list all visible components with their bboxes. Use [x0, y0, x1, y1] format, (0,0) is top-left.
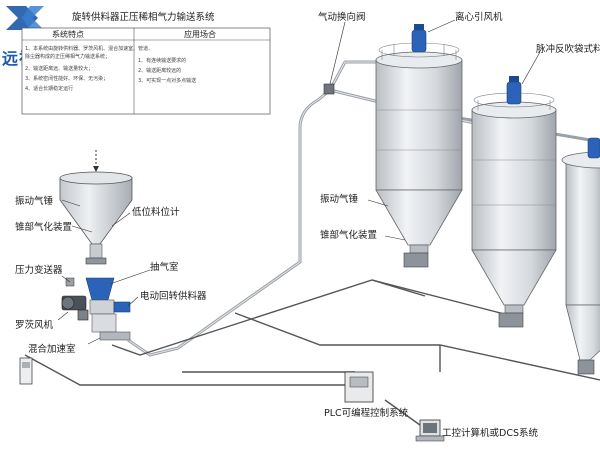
control-wiring	[24, 279, 600, 426]
table-line: 1、本系统由旋转供料器、罗茨风机、混合加速室、管道、	[25, 45, 153, 52]
table-line: 2、输送距离较远的	[138, 67, 181, 74]
label-pressure-transmitter: 压力变送器	[15, 264, 63, 276]
label-vibrator-left: 振动气锤	[15, 195, 54, 207]
fan-motor-icon	[411, 24, 427, 53]
roots-blower-icon	[61, 277, 89, 321]
label-rotary-feeder: 电动回转供料器	[140, 290, 207, 302]
table-line: 2、输送距离远、输送量较大；	[25, 65, 93, 72]
label-roots-blower: 罗茨风机	[15, 319, 54, 331]
label-pulse-dust-collector: 脉冲反吹袋式料仓顶	[536, 43, 600, 55]
silo-3	[561, 137, 600, 375]
table-header-features: 系统特点	[52, 29, 84, 39]
rotary-feeder-assembly	[85, 277, 131, 341]
label-centrifugal-fan: 离心引风机	[455, 11, 503, 23]
table-line: 除尘器构成的正压稀相气力输送系统；	[25, 53, 110, 60]
label-plc: PLC可编程控制系统	[324, 407, 409, 419]
label-pneumatic-valve: 气动换向阀	[318, 11, 366, 23]
label-suction-chamber: 抽气室	[150, 261, 179, 273]
field-box-icon	[19, 357, 33, 385]
table-line: 3、可实现一点对多点输送	[138, 77, 196, 84]
label-cone-air-right: 锥部气化装置	[320, 229, 377, 241]
diagram-title: 旋转供料器正压稀相气力输送系统	[72, 11, 215, 23]
plc-cabinet-icon	[344, 371, 374, 403]
fan-motor-icon	[506, 76, 522, 105]
info-table: 系统特点 应用场合 1、本系统由旋转供料器、罗茨风机、混合加速室、管道、 除尘器…	[21, 27, 271, 115]
silo-1	[375, 24, 463, 268]
feed-hopper	[59, 150, 133, 265]
label-mixing-chamber: 混合加速室	[28, 343, 76, 355]
table-col1-lines: 1、本系统由旋转供料器、罗茨风机、混合加速室、管道、 除尘器构成的正压稀相气力输…	[25, 45, 153, 92]
table-header-applications: 应用场合	[184, 29, 216, 39]
callout-labels: 气动换向阀 离心引风机 脉冲反吹袋式料仓顶 振动气锤 锥部气化装置 低位料位计 …	[15, 11, 600, 439]
label-cone-air-left: 锥部气化装置	[15, 221, 72, 233]
table-line: 1、有连续输送要求的	[138, 57, 186, 64]
table-line: 4、适合长期稳定运行	[25, 85, 73, 92]
label-vibrator-right: 振动气锤	[320, 193, 359, 205]
table-col2-lines: 1、有连续输送要求的 2、输送距离较远的 3、可实现一点对多点输送	[138, 57, 196, 84]
fan-motor-icon	[587, 137, 600, 159]
silo-2	[471, 76, 557, 328]
label-ipc: 工控计算机或DCS系统	[442, 427, 538, 439]
table-line: 3、系统密闭性能好、环保、无污染；	[25, 75, 108, 82]
label-level-meter: 低位料位计	[132, 206, 180, 218]
computer-icon	[415, 419, 445, 442]
